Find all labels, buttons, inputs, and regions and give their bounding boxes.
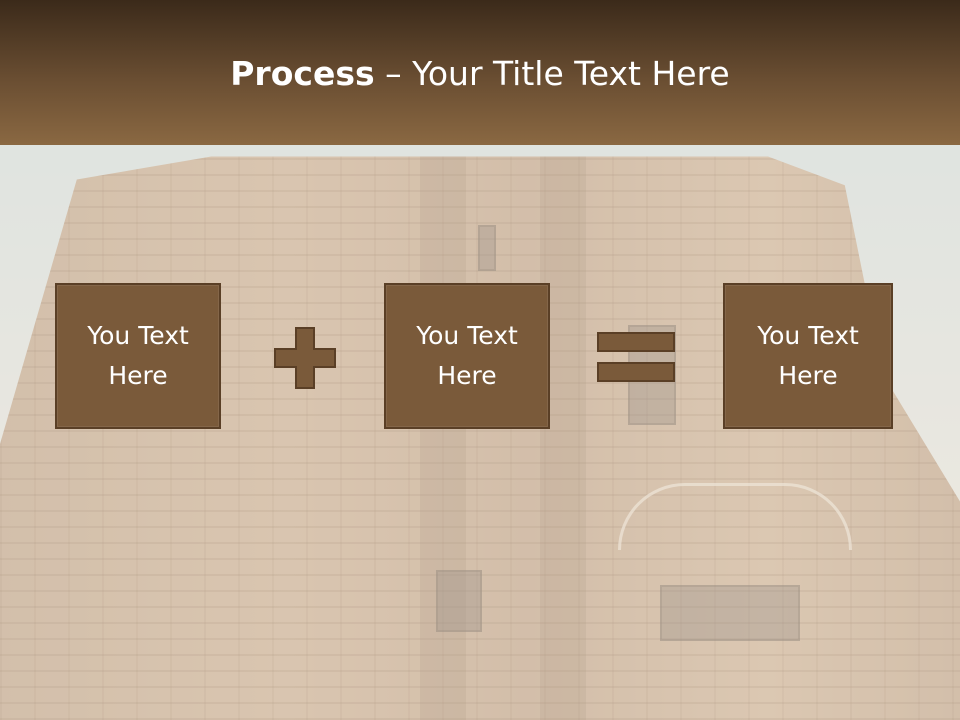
process-box-3-line2: Here bbox=[778, 361, 838, 390]
background-overlay bbox=[0, 145, 960, 720]
process-box-1-line2: Here bbox=[108, 361, 168, 390]
equals-icon bbox=[597, 332, 675, 384]
process-box-2-line1: You Text bbox=[416, 321, 518, 350]
process-box-2-line2: Here bbox=[437, 361, 497, 390]
slide-title: Process – Your Title Text Here bbox=[0, 52, 960, 96]
process-box-1-line1: You Text bbox=[87, 321, 189, 350]
process-box-3-line1: You Text bbox=[757, 321, 859, 350]
title-text-part: – Your Title Text Here bbox=[374, 54, 730, 93]
stone-tower-image bbox=[0, 156, 960, 720]
title-bar: Process – Your Title Text Here bbox=[0, 0, 960, 145]
title-bold-part: Process bbox=[230, 54, 375, 93]
plus-icon bbox=[274, 327, 336, 389]
